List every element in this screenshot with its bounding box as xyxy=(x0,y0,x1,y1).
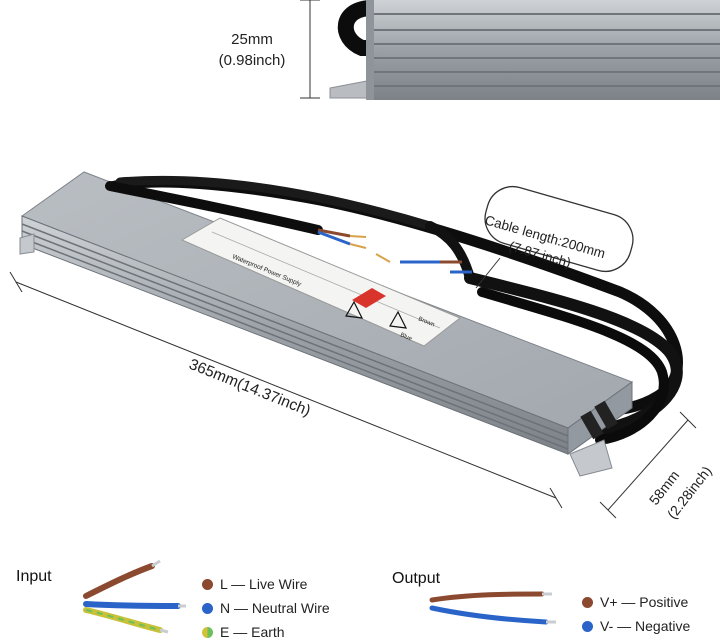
height-dimension-label: 25mm xyxy=(231,31,273,48)
length-dimension xyxy=(9,271,563,509)
legend-item-positive: V+ — Positive xyxy=(582,594,688,610)
legend-label-live: L — Live Wire xyxy=(220,576,308,592)
height-dimension-inch-label: (0.98inch) xyxy=(219,52,286,69)
blue-dot-icon xyxy=(202,602,213,614)
label-wire-blue: Blue xyxy=(399,332,413,342)
yellow-green-dot-icon xyxy=(202,626,213,638)
legend-item-live: L — Live Wire xyxy=(202,576,307,592)
brown-dot-icon xyxy=(582,596,593,608)
legend-label-negative: V- — Negative xyxy=(600,618,691,634)
legend-item-neutral: N — Neutral Wire xyxy=(202,600,330,616)
power-supply-unit xyxy=(19,171,683,477)
blue-dot-icon xyxy=(582,620,593,632)
cable-length-callout xyxy=(475,185,634,289)
legend-label-positive: V+ — Positive xyxy=(600,594,689,610)
output-label: Output xyxy=(392,570,441,587)
legend-label-earth: E — Earth xyxy=(220,624,285,640)
product-label-sticker xyxy=(180,217,461,347)
input-cable-drawing xyxy=(0,559,186,634)
legend-label-neutral: N — Neutral Wire xyxy=(220,600,330,616)
brown-dot-icon xyxy=(202,578,213,590)
input-label: Input xyxy=(16,568,52,585)
length-dimension-label: 365mm(14.37inch) xyxy=(187,356,313,420)
legend-item-earth: E — Earth xyxy=(202,624,285,640)
output-cable-drawing xyxy=(347,591,556,625)
width-dimension xyxy=(599,411,697,519)
side-profile-view xyxy=(300,0,720,100)
legend-item-negative: V- — Negative xyxy=(582,618,690,634)
